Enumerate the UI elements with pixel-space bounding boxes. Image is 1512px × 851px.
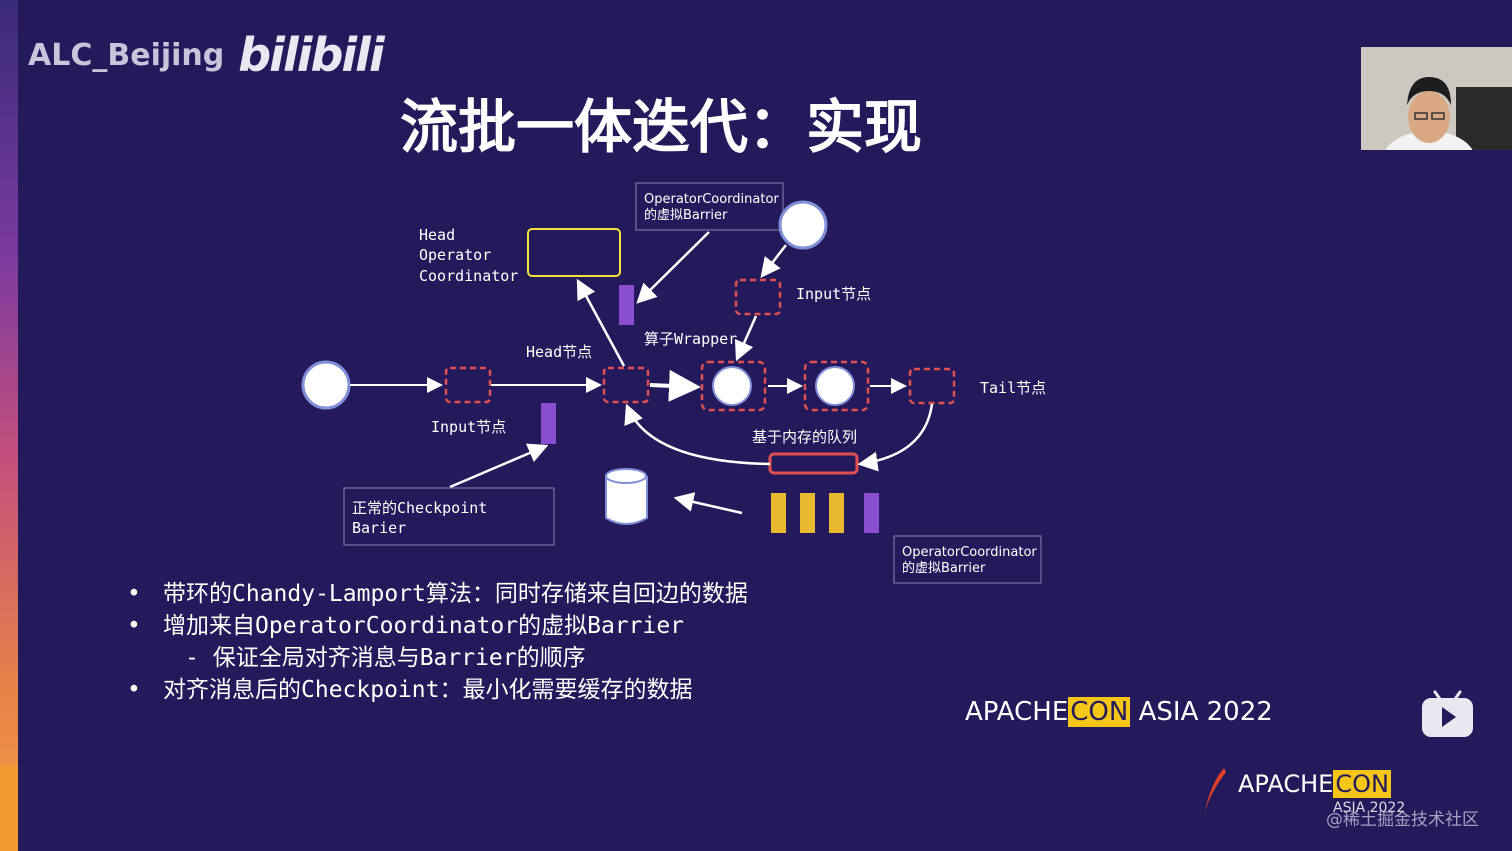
- channel-watermark: ALC_Beijing bilibili: [28, 28, 385, 82]
- apache-feather-icon: [1204, 768, 1226, 816]
- top-source-node: [778, 200, 828, 250]
- apache-word: APACHE: [965, 697, 1069, 727]
- tail-node-label: Tail节点: [980, 379, 1046, 397]
- virtual-barrier-top: [619, 285, 634, 325]
- memory-queue: [768, 452, 859, 475]
- slide-title: 流批一体迭代：实现: [400, 93, 923, 161]
- apachecon-logo: APACHECON: [1238, 770, 1391, 798]
- logo-con: CON: [1333, 770, 1391, 798]
- logo-apache: APACHE: [1238, 770, 1334, 798]
- tail-node: [908, 367, 956, 405]
- bottom-left-strip: [0, 765, 18, 851]
- head-coordinator-line3: Coordinator: [419, 267, 518, 285]
- input-node-left-label: Input节点: [431, 418, 506, 436]
- wrapper-op-2: [803, 360, 870, 412]
- head-coordinator-line2: Operator: [419, 246, 491, 264]
- operator-coordinator-top-line1: OperatorCoordinator: [644, 192, 779, 207]
- bilibili-logo: bilibili: [238, 28, 384, 82]
- bullet-subitem: - 保证全局对齐消息与Barrier的顺序: [125, 642, 748, 674]
- bullet-item: •增加来自OperatorCoordinator的虚拟Barrier: [125, 610, 748, 642]
- normal-checkpoint-label-box: [343, 487, 555, 546]
- bullet-text: 增加来自OperatorCoordinator的虚拟Barrier: [163, 613, 685, 639]
- input-node-right-label: Input节点: [796, 285, 871, 303]
- data-record-2: [800, 493, 815, 533]
- head-node: [602, 366, 650, 404]
- normal-checkpoint-line2: Barier: [352, 519, 406, 537]
- storage-database-icon: [605, 468, 648, 525]
- normal-checkpoint-barrier: [541, 403, 556, 444]
- event-name: ASIA 2022: [1130, 697, 1273, 727]
- memory-queue-label: 基于内存的队列: [752, 428, 857, 446]
- bullet-text: - 保证全局对齐消息与Barrier的顺序: [185, 645, 586, 671]
- normal-checkpoint-line1: 正常的Checkpoint: [352, 499, 487, 517]
- operator-wrapper-label: 算子Wrapper: [644, 330, 737, 348]
- bullet-item: •对齐消息后的Checkpoint：最小化需要缓存的数据: [125, 674, 748, 706]
- bullet-text: 对齐消息后的Checkpoint：最小化需要缓存的数据: [163, 677, 693, 703]
- data-record-3: [829, 493, 844, 533]
- data-record-1: [771, 493, 786, 533]
- wrapper-op-1-node: [712, 366, 752, 406]
- speaker-avatar-icon: [1361, 47, 1512, 150]
- apachecon-logo-year: ASIA 2022: [1333, 800, 1406, 816]
- play-icon[interactable]: [1421, 690, 1474, 738]
- input-node-left: [444, 366, 492, 404]
- virtual-barrier-bottom: [864, 493, 879, 533]
- operator-coordinator-label-box-top: [635, 182, 784, 231]
- left-gradient-stripe: [0, 0, 18, 851]
- head-coordinator-box: [527, 228, 621, 277]
- speaker-webcam: [1361, 47, 1512, 150]
- head-node-label: Head节点: [526, 343, 592, 361]
- left-source-node: [301, 360, 351, 410]
- wrapper-op-1: [700, 360, 767, 412]
- operator-coordinator-bottom-line1: OperatorCoordinator: [902, 545, 1037, 560]
- operator-coordinator-label-box-bottom: [893, 535, 1042, 584]
- apachecon-asia-banner: APACHECON ASIA 2022: [965, 697, 1273, 727]
- con-word: CON: [1068, 697, 1131, 727]
- juejin-watermark: @稀土掘金技术社区: [1326, 810, 1479, 830]
- channel-name: ALC_Beijing: [28, 37, 225, 73]
- bullet-text: 带环的Chandy-Lamport算法：同时存储来自回边的数据: [163, 581, 748, 607]
- operator-coordinator-bottom-line2: 的虚拟Barrier: [902, 560, 986, 576]
- bullet-item: •带环的Chandy-Lamport算法：同时存储来自回边的数据: [125, 578, 748, 610]
- operator-coordinator-top-line2: 的虚拟Barrier: [644, 207, 728, 223]
- wrapper-op-2-node: [815, 366, 855, 406]
- head-coordinator-line1: Head: [419, 226, 455, 244]
- input-node-right: [734, 278, 782, 316]
- bullet-list: •带环的Chandy-Lamport算法：同时存储来自回边的数据 •增加来自Op…: [125, 578, 748, 706]
